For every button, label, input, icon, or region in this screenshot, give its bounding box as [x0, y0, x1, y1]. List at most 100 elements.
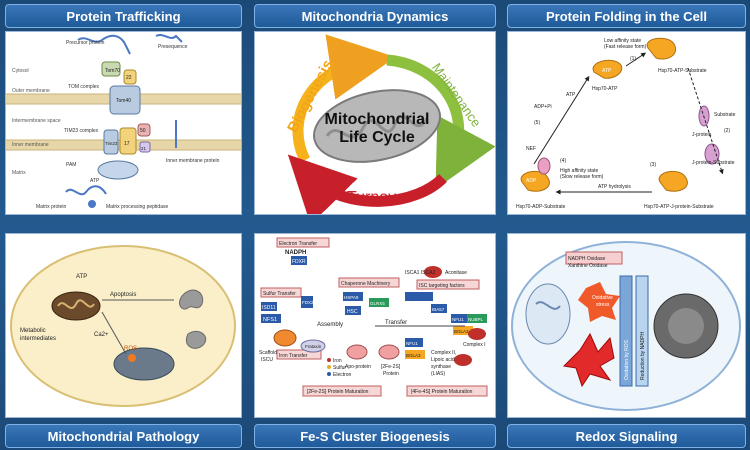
label-apo-protein: Apo-protein — [345, 364, 371, 370]
panel-protein-trafficking: Precursor protein Presequence Cytosol Ou… — [5, 31, 242, 215]
label-nfu1-b: NFU1 — [406, 341, 418, 346]
panel-mitochondrial-pathology: ATP Apoptosis ROS Metabolic intermediate… — [5, 233, 242, 418]
label-fe2s2-protein: [2Fe-2S] — [381, 364, 401, 370]
label-tom70: Tom70 — [105, 68, 120, 74]
label-iron-transfer: Iron Transfer — [279, 353, 308, 359]
label-ims: Intermembrane space — [12, 118, 61, 124]
label-assembly: Assembly — [317, 322, 343, 328]
pathology-diagram: ATP Apoptosis ROS Metabolic intermediate… — [10, 245, 236, 407]
label-step1: (1) — [630, 56, 636, 62]
badge-atp-top: ATP — [602, 68, 612, 74]
legend-electron: Electron — [333, 372, 352, 378]
mitochondrion-shape — [525, 283, 571, 345]
label-ind1: NUBPL — [468, 317, 484, 322]
label-nfu1: NFU1 — [452, 317, 464, 322]
box-isc-factors — [416, 279, 480, 290]
precursor-chain — [77, 34, 131, 55]
label-isd11: ISD11 — [262, 305, 276, 311]
box-maturation1 — [302, 385, 382, 397]
label-turnover: Turnover — [347, 189, 411, 206]
label-tom22: 22 — [126, 75, 132, 81]
label-atp: ATP — [90, 178, 100, 184]
label-nef: NEF — [526, 146, 536, 152]
fe-s-cluster-diagram: Electron Transfer NADPH FDXR Sulfur Tran… — [259, 237, 488, 397]
frataxin-shape — [300, 339, 326, 353]
tim17 — [119, 127, 137, 155]
title-protein-folding: Protein Folding in the Cell — [507, 4, 746, 28]
label-bola3: BOLA3 — [454, 329, 469, 334]
label-frataxin: Frataxin — [305, 344, 322, 349]
box-electron-transfer — [276, 237, 330, 248]
label-j-protein-substrate: J-protein-Substrate — [692, 160, 735, 166]
panel-protein-folding: Low affinity state (Fast release form) H… — [507, 31, 746, 215]
label-complex1: Complex I — [463, 342, 486, 348]
label-synthase: synthase — [431, 364, 451, 370]
label-bola3-b: BOLA3 — [406, 353, 421, 358]
label-precursor: Precursor protein — [66, 40, 105, 46]
label-atp: ATP — [566, 92, 576, 98]
label-high-affinity: High affinity state — [560, 168, 598, 174]
label-xanthine-oxidase: Xanthine Oxidase — [568, 263, 608, 269]
box-iron-transfer — [276, 349, 322, 360]
label-isca: ISCA1 ISCA2 — [405, 270, 436, 276]
label-ros: ROS — [124, 346, 137, 352]
label-hsp70-atp-substrate: Hsp70-ATP-Substrate — [658, 68, 707, 74]
fe2s2-protein-shape — [378, 344, 400, 360]
tom40 — [109, 85, 141, 115]
label-fast-release: (Fast release form) — [604, 44, 647, 50]
hsp70-atp-j-substrate — [658, 170, 688, 192]
panel-fe-s-cluster: Electron Transfer NADPH FDXR Sulfur Tran… — [254, 233, 496, 418]
label-intermediates: intermediates — [20, 336, 56, 342]
protein-trafficking-diagram: Precursor protein Presequence Cytosol Ou… — [6, 34, 241, 210]
label-step5: (5) — [534, 120, 540, 126]
label-fdxr: FDXR — [292, 259, 306, 265]
label-isc-factors: ISC targeting factors — [419, 283, 465, 289]
mitochondrion-image — [313, 89, 441, 163]
title-redox-signaling: Redox Signaling — [507, 424, 746, 448]
label-low-affinity: Low affinity state — [604, 38, 641, 44]
oxidation-bar — [619, 275, 633, 387]
label-nadph: NADPH — [285, 250, 306, 256]
legend-sulfur-dot — [327, 365, 331, 369]
label-hsp70-atp-j-substrate: Hsp70-ATP-J-protein-Substrate — [644, 204, 714, 210]
complex1-shape — [468, 328, 486, 340]
label-lipoic: Lipoic acid — [431, 357, 455, 363]
legend-iron-dot — [327, 358, 331, 362]
tim21 — [139, 141, 151, 153]
label-lias: (LIAS) — [431, 371, 446, 377]
aconitase-shape — [424, 266, 442, 278]
box-maturation2 — [406, 385, 488, 397]
label-slow-release: (Slow release form) — [560, 174, 604, 180]
label-side1: Oxidation by ROS — [624, 339, 630, 380]
complex2-shape — [454, 354, 472, 366]
j-protein-substrate-shape — [704, 143, 720, 165]
panel-redox-signaling: NADPH Oxidase Xanthine Oxidase Oxidative… — [507, 233, 746, 418]
label-complex2: Complex II, — [431, 350, 456, 356]
nfu1-b-shape — [405, 338, 423, 347]
legend-sulfur: Sulfur — [333, 365, 346, 371]
box-sulfur-transfer — [260, 287, 302, 298]
bola3-shape — [453, 326, 473, 335]
bola3-b-shape — [405, 350, 425, 359]
hsp70-atp-substrate — [646, 37, 676, 60]
label-nadph-oxidase: NADPH Oxidase — [568, 256, 605, 262]
label-tim50: 50 — [140, 128, 146, 134]
label-transfer: Transfer — [385, 320, 407, 326]
label-hsp70-adp-substrate: Hsp70-ADP-Substrate — [516, 204, 566, 210]
label-presequence: Presequence — [158, 44, 188, 50]
label-glrx5: GLRX5 — [370, 301, 385, 306]
label-step3: (3) — [650, 162, 656, 168]
legend-electron-dot — [327, 372, 331, 376]
label-protein: Protein — [383, 371, 399, 377]
label-iscu: ISCU — [261, 357, 273, 363]
label-cytosol: Cytosol — [12, 68, 29, 74]
label-tom40: Tom40 — [116, 98, 131, 104]
mito-life-cycle-diagram: Biogenesis Maintenance Turnover Mitochon… — [284, 34, 495, 214]
label-atp-hydrolysis: ATP hydrolysis — [598, 184, 631, 190]
glrx5-shape — [369, 298, 389, 307]
label-tim23: Tim23 — [105, 141, 118, 146]
label-fdx2: FDX2 — [302, 300, 314, 305]
label-atp: ATP — [76, 274, 87, 280]
label-iba57: IBA57 — [432, 307, 445, 312]
